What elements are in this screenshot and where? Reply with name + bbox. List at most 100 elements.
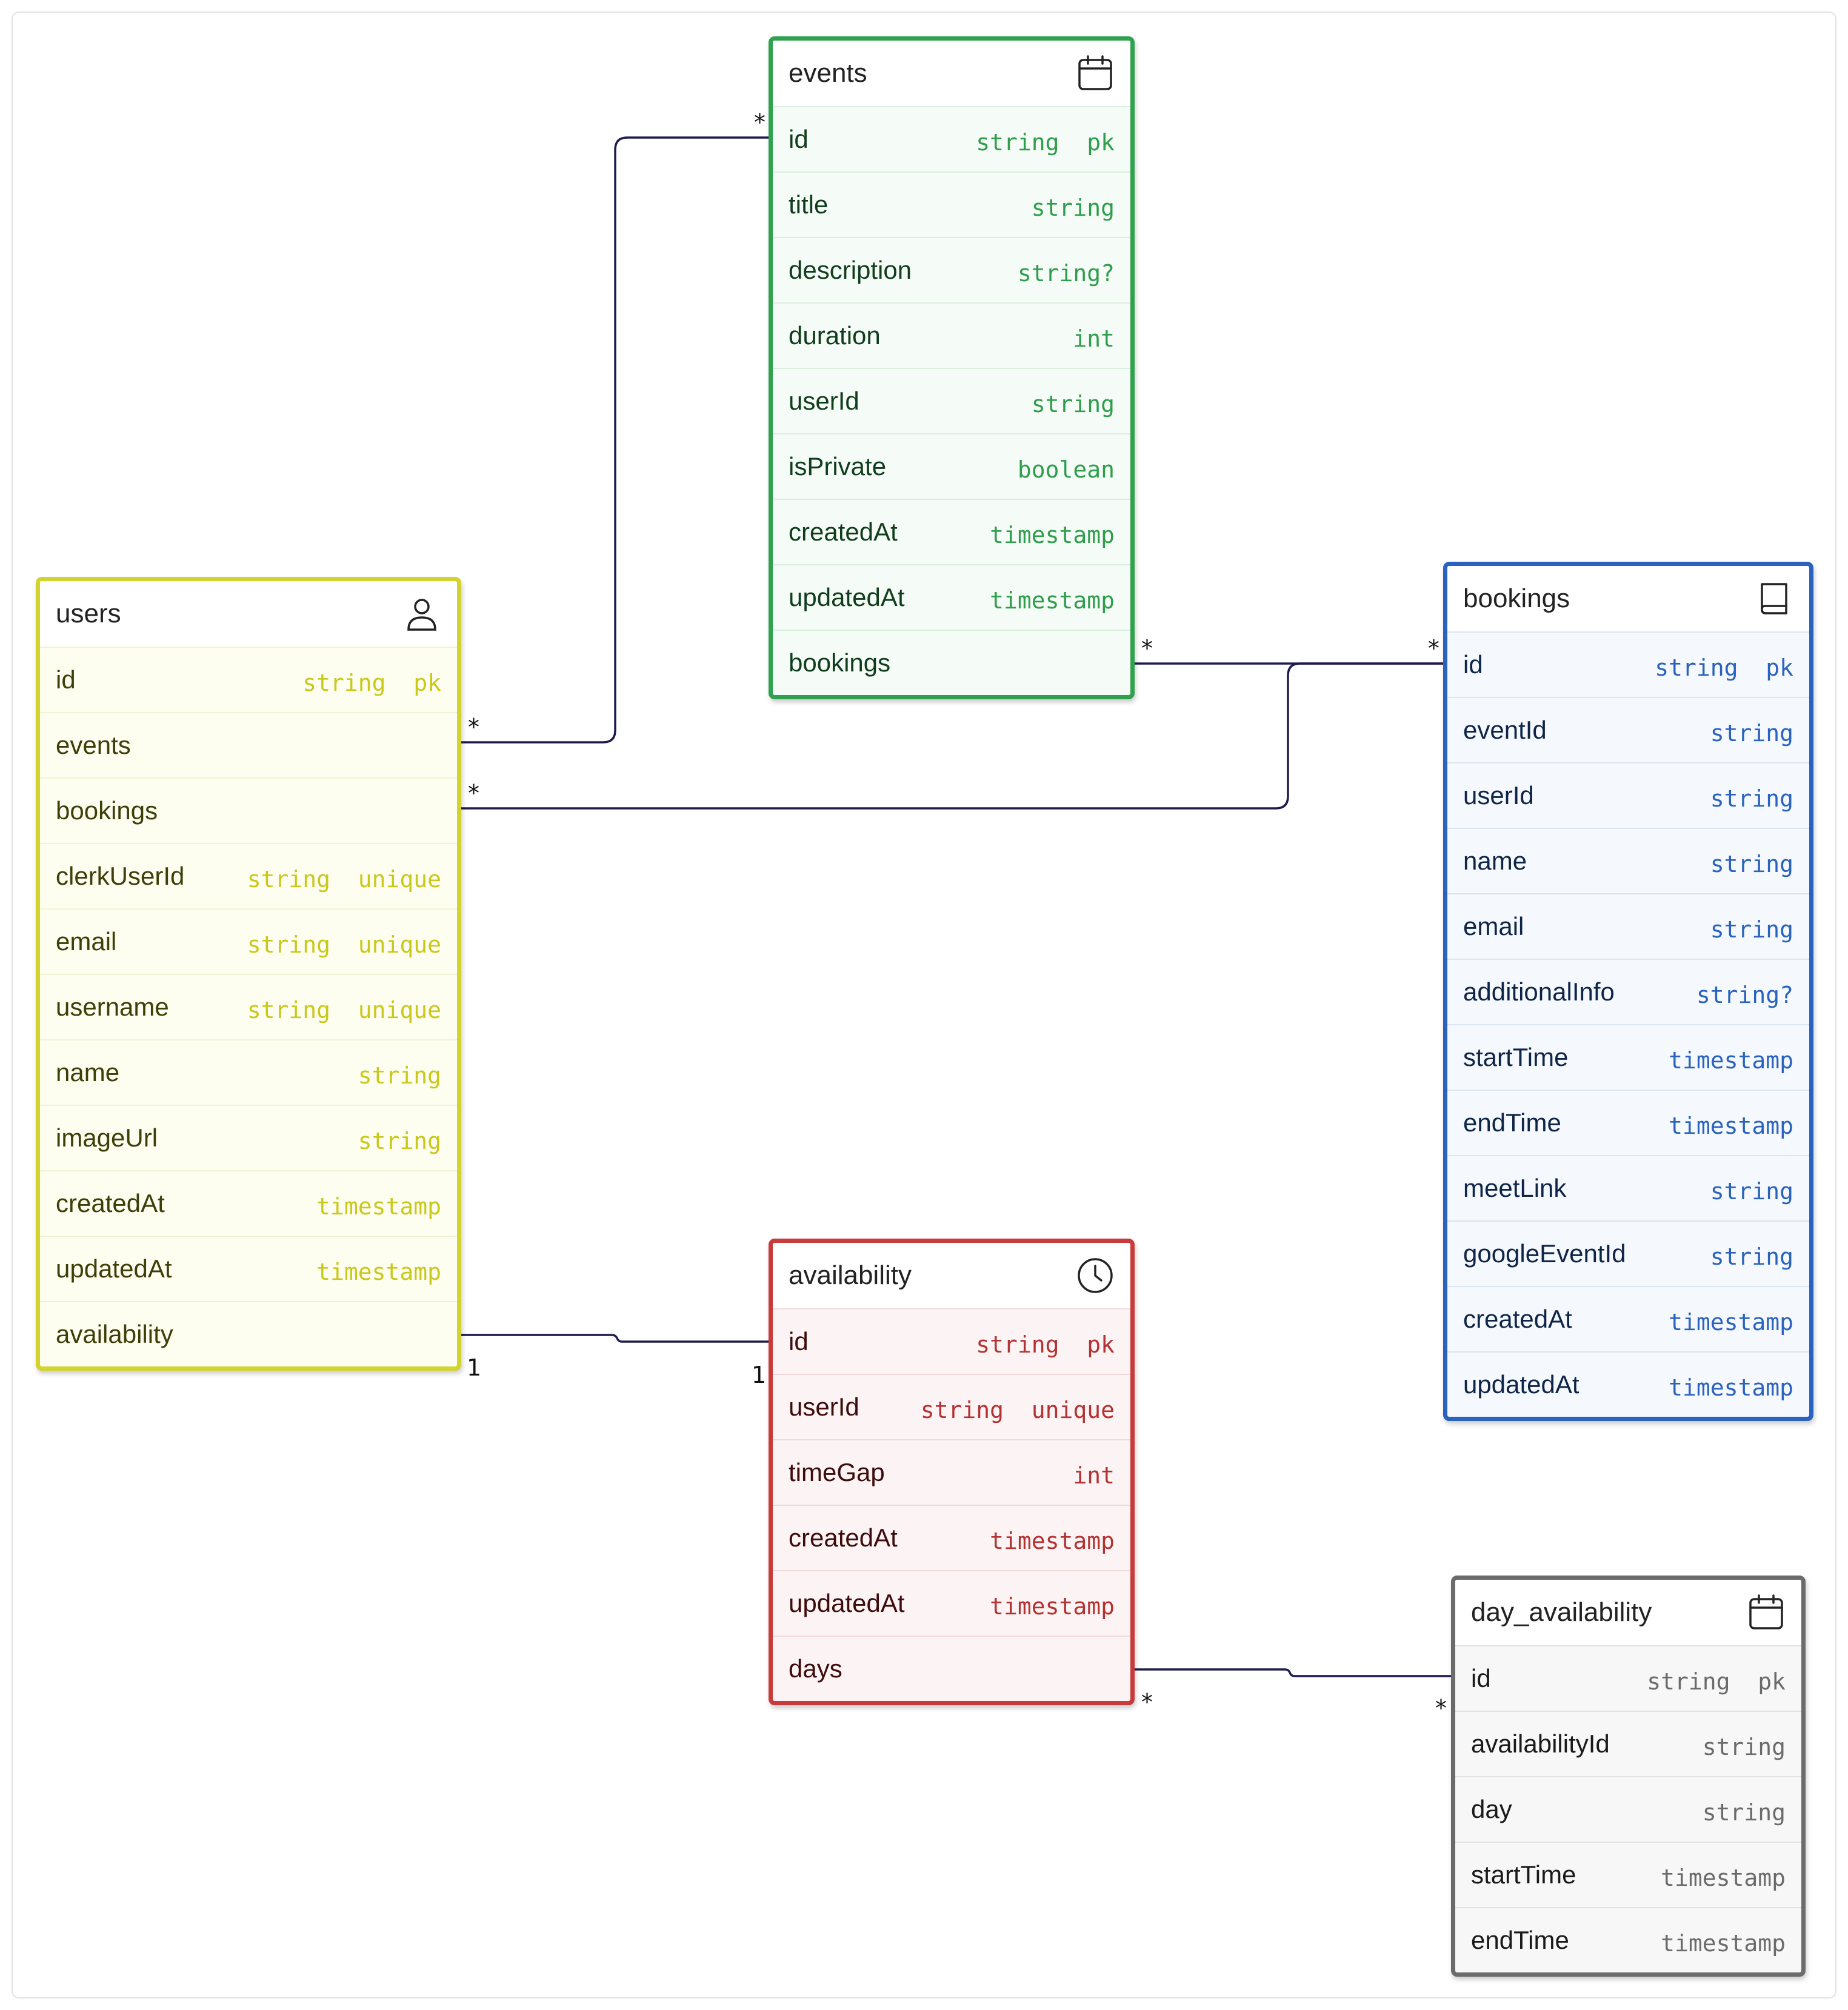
column-name: isPrivate bbox=[789, 452, 887, 481]
column-name: bookings bbox=[789, 648, 891, 677]
column-name: id bbox=[56, 665, 76, 694]
column-type: string bbox=[358, 1062, 441, 1089]
column-type: string bbox=[1702, 1734, 1786, 1760]
table-row[interactable]: additionalInfo string? bbox=[1447, 959, 1809, 1024]
column-type: string pk bbox=[1647, 1668, 1786, 1695]
column-type: timestamp bbox=[316, 1193, 441, 1220]
table-row[interactable]: isPrivate boolean bbox=[773, 433, 1130, 499]
table-row[interactable]: bookings bbox=[40, 777, 457, 843]
column-type: string? bbox=[1696, 982, 1793, 1008]
table-row[interactable]: userId string unique bbox=[773, 1374, 1130, 1439]
column-name: id bbox=[789, 1327, 809, 1356]
table-header: availability bbox=[773, 1243, 1130, 1308]
column-type: timestamp bbox=[990, 1528, 1115, 1554]
column-name: googleEventId bbox=[1463, 1239, 1626, 1268]
table-row[interactable]: createdAt timestamp bbox=[40, 1170, 457, 1236]
table-row[interactable]: updatedAt timestamp bbox=[40, 1236, 457, 1301]
column-name: clerkUserId bbox=[56, 862, 185, 890]
table-row[interactable]: days bbox=[773, 1636, 1130, 1701]
book-icon bbox=[1755, 579, 1793, 618]
column-name: additionalInfo bbox=[1463, 977, 1615, 1006]
table-row[interactable]: availabilityId string bbox=[1455, 1711, 1801, 1776]
table-row[interactable]: bookings bbox=[773, 630, 1130, 695]
table-row[interactable]: email string bbox=[1447, 893, 1809, 959]
column-name: name bbox=[1463, 847, 1527, 875]
column-name: imageUrl bbox=[56, 1123, 158, 1152]
column-type: string bbox=[1710, 1243, 1793, 1270]
column-type: string pk bbox=[1655, 654, 1793, 681]
column-type: timestamp bbox=[1669, 1113, 1793, 1139]
column-type: timestamp bbox=[1669, 1047, 1793, 1074]
table-row[interactable]: id string pk bbox=[1447, 631, 1809, 697]
column-name: availabilityId bbox=[1471, 1729, 1610, 1758]
calendar-icon bbox=[1747, 1593, 1786, 1632]
column-name: username bbox=[56, 993, 169, 1021]
column-name: email bbox=[1463, 912, 1524, 940]
table-row[interactable]: availability bbox=[40, 1301, 457, 1366]
table-row[interactable]: username string unique bbox=[40, 974, 457, 1039]
column-type: string unique bbox=[920, 1397, 1115, 1423]
table-row[interactable]: googleEventId string bbox=[1447, 1220, 1809, 1286]
column-name: email bbox=[56, 927, 117, 956]
column-type: string unique bbox=[247, 997, 441, 1023]
column-type: timestamp bbox=[316, 1259, 441, 1285]
column-name: title bbox=[789, 190, 829, 219]
column-type: string bbox=[1710, 785, 1793, 812]
column-type: string pk bbox=[302, 670, 441, 696]
column-name: id bbox=[789, 125, 809, 153]
column-type: string bbox=[1710, 916, 1793, 943]
clock-icon bbox=[1076, 1256, 1115, 1295]
column-name: startTime bbox=[1463, 1043, 1569, 1071]
table-row[interactable]: createdAt timestamp bbox=[773, 1505, 1130, 1570]
column-type: int bbox=[1073, 1462, 1115, 1489]
column-name: id bbox=[1463, 650, 1483, 679]
column-type: timestamp bbox=[1669, 1309, 1793, 1336]
column-name: userId bbox=[789, 1393, 859, 1421]
column-name: updatedAt bbox=[1463, 1370, 1579, 1399]
table-row[interactable]: events bbox=[40, 712, 457, 777]
column-name: createdAt bbox=[56, 1189, 165, 1217]
table-title: day_availability bbox=[1471, 1597, 1652, 1627]
column-type: boolean bbox=[1017, 456, 1115, 483]
table-row[interactable]: id string pk bbox=[40, 647, 457, 712]
column-name: days bbox=[789, 1654, 842, 1683]
column-name: userId bbox=[789, 387, 859, 415]
column-name: updatedAt bbox=[56, 1254, 172, 1283]
table-header: events bbox=[773, 41, 1130, 106]
table-row[interactable]: startTime timestamp bbox=[1447, 1024, 1809, 1090]
table-header: day_availability bbox=[1455, 1580, 1801, 1645]
column-name: createdAt bbox=[789, 1523, 898, 1552]
table-title: bookings bbox=[1463, 584, 1570, 613]
column-type: timestamp bbox=[1661, 1930, 1786, 1957]
